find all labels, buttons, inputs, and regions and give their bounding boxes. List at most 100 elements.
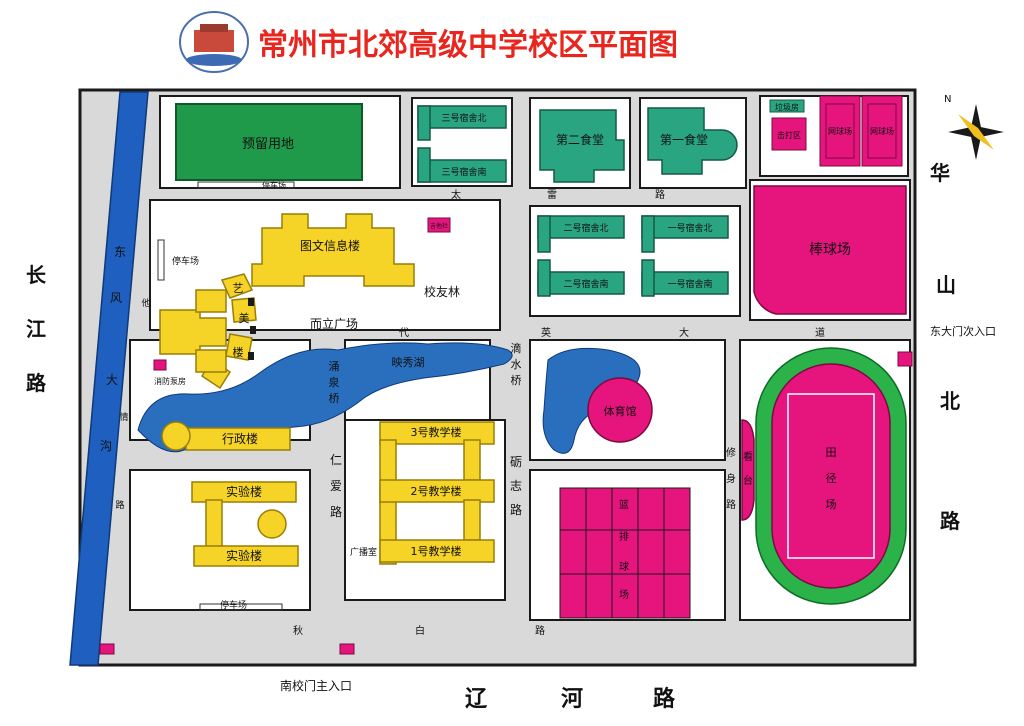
dishui-bridge-2: 水 <box>511 358 522 371</box>
canal-labels: 东 风 大 沟 <box>100 245 126 453</box>
dorm-1s-label: 一号宿舍南 <box>667 278 712 290</box>
baseball-field <box>753 185 907 315</box>
qing-road-1: 情 <box>119 411 128 423</box>
page-title: 常州市北郊高级中学校区平面图 <box>258 28 678 63</box>
teach-1-label: 1号教学楼 <box>411 544 462 558</box>
lab-buildings <box>191 481 299 567</box>
practice-area <box>771 117 807 151</box>
daiying-road-1: 代 <box>399 327 409 339</box>
yongquan-bridge-1: 涌 <box>329 360 340 373</box>
library-label: 图文信息楼 <box>300 238 360 253</box>
dorm-2s-label: 二号宿舍南 <box>563 278 608 290</box>
admin-building <box>161 421 291 451</box>
stand-label-1: 看 <box>743 450 753 463</box>
garbage-room-label: 垃圾房 <box>775 102 799 112</box>
basketball-courts <box>559 487 691 619</box>
canal-label-3: 大 <box>106 373 118 387</box>
parking-south-label: 停车场 <box>220 599 247 611</box>
teach-2-label: 2号教学楼 <box>411 484 462 498</box>
football-pitch <box>787 393 875 559</box>
field-label-2: 径 <box>826 472 837 485</box>
qiubai-road-3: 路 <box>535 624 545 637</box>
outer-road-labels: 长 江 路 华 山 北 路 辽 河 路 <box>26 161 961 712</box>
stand-label-2: 台 <box>743 474 753 487</box>
qiubai-road-2: 白 <box>415 624 425 637</box>
canal-label-1: 东 <box>114 245 126 259</box>
art-label-1: 艺 <box>233 282 244 295</box>
fire-pump-room <box>153 359 167 371</box>
xiushen-road-2: 身 <box>726 472 736 485</box>
lizhi-road-1: 砺 <box>510 455 522 469</box>
daiying-road-2: 英 <box>541 326 551 339</box>
ju-road: 他 <box>141 297 150 309</box>
teach-3-label: 3号教学楼 <box>411 425 462 439</box>
reserved-land-label: 预留用地 <box>242 137 294 152</box>
practice-area-label: 击打区 <box>777 130 801 140</box>
art-building <box>159 273 257 390</box>
renai-road-1: 仁 <box>330 453 342 467</box>
grandstand <box>741 419 755 521</box>
art-label-3: 楼 <box>233 345 244 359</box>
small-club-box <box>427 217 451 233</box>
courts-label-3: 球 <box>619 560 629 573</box>
daiying-road-3: 大 <box>679 326 689 339</box>
gym-label: 体育馆 <box>604 404 637 418</box>
dongfeng-canal <box>69 91 149 666</box>
teaching-buildings <box>379 421 495 565</box>
field-label-3: 场 <box>826 497 837 511</box>
renai-road-3: 路 <box>330 504 342 519</box>
south-gate-box-west <box>99 643 115 655</box>
dorm-3n-label: 三号宿舍北 <box>441 112 486 124</box>
dishui-bridge-3: 桥 <box>511 374 522 387</box>
gymnasium <box>587 377 653 443</box>
library <box>251 213 415 287</box>
dorm-1n-label: 一号宿舍北 <box>667 222 712 234</box>
lizhi-road-2: 志 <box>510 479 522 493</box>
canal-label-4: 沟 <box>100 439 112 453</box>
plaza-label: 而立广场 <box>310 316 358 331</box>
north-road-1: 北 <box>940 389 960 413</box>
admin-label: 行政楼 <box>222 431 258 446</box>
title-area: 常州市北郊高级中学校区平面图 <box>179 11 678 73</box>
broadcast-label: 广播室 <box>350 546 377 558</box>
south-gate-label: 南校门主入口 <box>280 678 352 693</box>
huashan-road-2: 山 <box>936 273 956 297</box>
changjiang-road-2: 江 <box>26 317 46 341</box>
changjiang-road-3: 路 <box>26 371 47 395</box>
compass-icon: N <box>944 94 1004 160</box>
canal-label-2: 风 <box>110 291 122 305</box>
canteen-2 <box>539 109 625 183</box>
compass-north-label: N <box>944 94 951 105</box>
dorm-3s-label: 三号宿舍南 <box>441 166 486 178</box>
tailei-road-3: 路 <box>655 188 665 201</box>
art-black-marks <box>248 298 256 360</box>
changjiang-road-1: 长 <box>26 263 47 287</box>
inner-road-labels: 太 雷 路 代 英 大 道 仁 爱 路 砺 志 路 修 身 路 秋 白 路 情 … <box>115 188 825 637</box>
lab-1-label: 实验楼 <box>226 484 262 499</box>
parking-west-label: 停车场 <box>172 255 199 267</box>
daiying-road-4: 道 <box>815 326 825 339</box>
liaohe-road-1: 辽 <box>465 687 488 712</box>
parking-south: 停车场 <box>199 599 283 611</box>
east-gate-box <box>897 351 913 367</box>
art-label-2: 美 <box>239 312 250 325</box>
parking-north: 停车场 <box>197 180 295 190</box>
tennis-label-2: 网球场 <box>870 126 894 136</box>
baseball-label: 棒球场 <box>809 242 851 258</box>
parking-north-label: 停车场 <box>262 180 286 190</box>
canteen-2-label: 第二食堂 <box>556 132 604 147</box>
parking-west: 停车场 <box>157 239 199 281</box>
garbage-room <box>769 99 805 113</box>
lizhi-road-3: 路 <box>510 502 522 517</box>
reserved-land <box>175 103 363 181</box>
track-field <box>771 363 891 589</box>
dorm-1 <box>641 215 729 297</box>
field-label-1: 田 <box>826 446 837 459</box>
yongquan-bridge-3: 桥 <box>329 392 340 405</box>
liaohe-road-2: 河 <box>561 687 583 712</box>
canteen-1-label: 第一食堂 <box>660 132 708 147</box>
courts-label-4: 场 <box>619 588 629 601</box>
courts-label-2: 排 <box>619 530 629 543</box>
lab-2-label: 实验楼 <box>226 548 262 563</box>
dorm-2 <box>537 215 625 297</box>
